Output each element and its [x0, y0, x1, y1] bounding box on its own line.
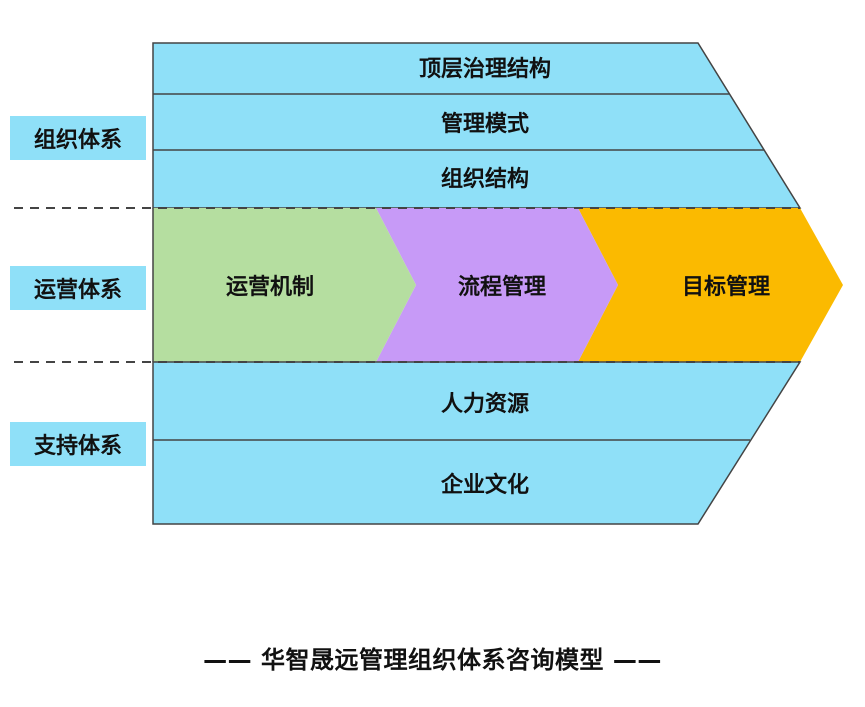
- ops-goal-label: 目标管理: [682, 274, 770, 300]
- side-label-support-system: 支持体系: [10, 422, 146, 466]
- diagram-caption: —— 华智晟远管理组织体系咨询模型 ——: [203, 646, 662, 674]
- org-row-governance: 顶层治理结构: [419, 56, 551, 82]
- org-row-structure: 组织结构: [441, 166, 529, 192]
- ops-mechanism-chevron: [153, 208, 416, 362]
- ops-process-label: 流程管理: [458, 274, 546, 300]
- support-band: [152, 361, 802, 525]
- support-row-hr: 人力资源: [441, 392, 529, 417]
- ops-mechanism-label: 运营机制: [226, 275, 314, 300]
- support-row-culture: 企业文化: [440, 472, 529, 498]
- side-label-org-system: 组织体系: [10, 116, 146, 160]
- ops-process-chevron: [376, 208, 618, 362]
- ops-goal-chevron: [578, 208, 843, 362]
- side-label-ops-system: 运营体系: [10, 266, 146, 310]
- org-row-management-mode: 管理模式: [441, 111, 529, 137]
